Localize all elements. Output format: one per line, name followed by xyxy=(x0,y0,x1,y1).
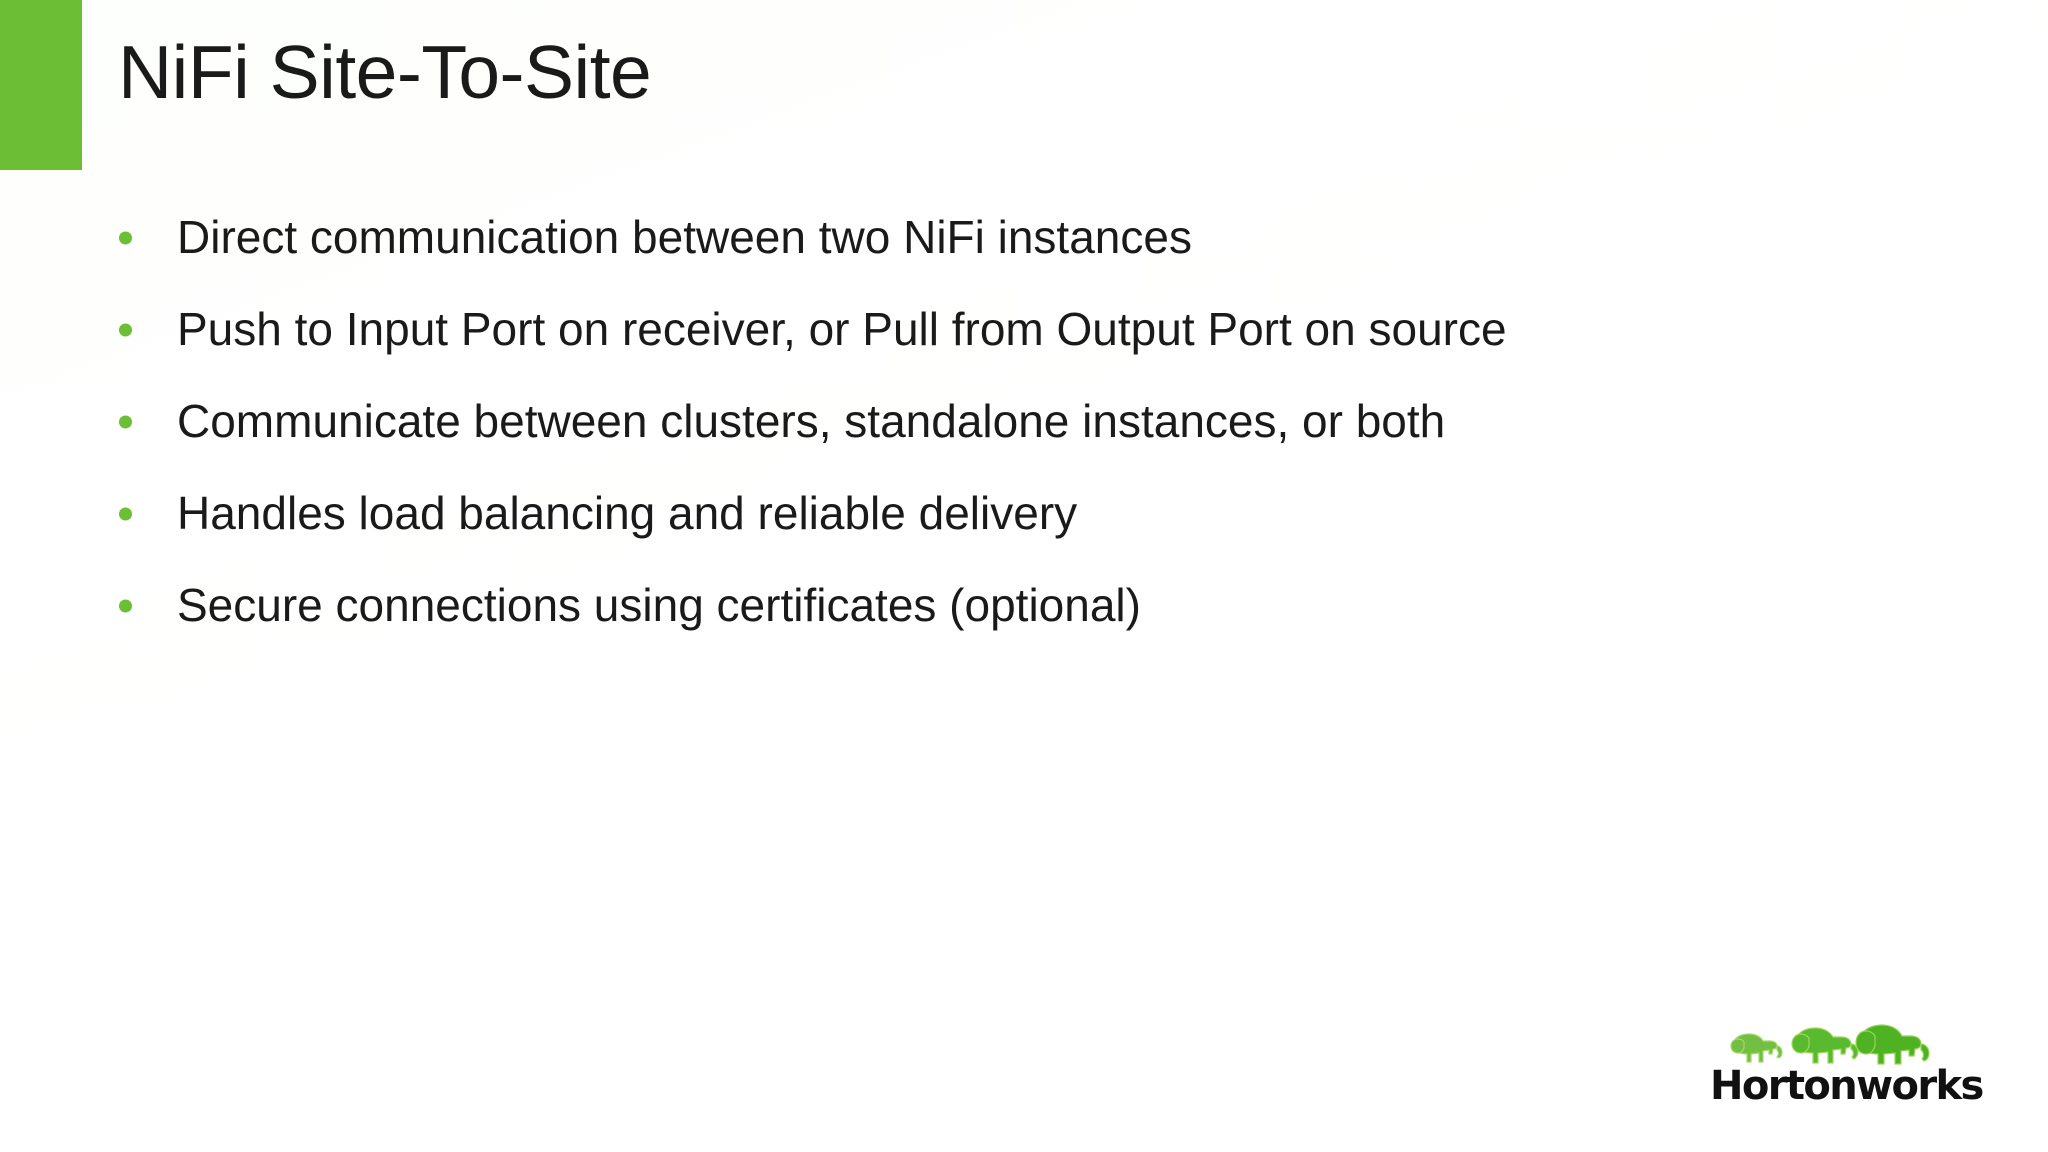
list-item: Handles load balancing and reliable deli… xyxy=(0,468,2048,560)
list-item: Secure connections using certificates (o… xyxy=(0,560,2048,652)
bullet-dot-icon xyxy=(119,599,132,613)
green-accent-bar xyxy=(0,0,82,170)
bullet-dot-icon xyxy=(119,507,132,521)
three-elephants-icon xyxy=(1730,1024,1930,1065)
list-item: Direct communication between two NiFi in… xyxy=(0,192,2048,284)
bullet-dot-icon xyxy=(119,231,132,245)
logo-wordmark: Hortonworks xyxy=(1710,1063,1984,1109)
bullet-text: Direct communication between two NiFi in… xyxy=(177,210,1192,263)
bullet-text: Push to Input Port on receiver, or Pull … xyxy=(177,302,1507,355)
list-item: Communicate between clusters, standalone… xyxy=(0,376,2048,468)
bullet-dot-icon xyxy=(119,323,132,337)
list-item: Push to Input Port on receiver, or Pull … xyxy=(0,284,2048,376)
bullet-text: Communicate between clusters, standalone… xyxy=(177,394,1446,447)
bullet-list: Direct communication between two NiFi in… xyxy=(0,192,2048,652)
hortonworks-logo: Hortonworks xyxy=(1710,1024,1984,1109)
bullet-text: Handles load balancing and reliable deli… xyxy=(177,486,1078,539)
bullet-dot-icon xyxy=(119,415,132,429)
bullet-text: Secure connections using certificates (o… xyxy=(177,578,1141,631)
page-title: NiFi Site-To-Site xyxy=(118,30,652,114)
